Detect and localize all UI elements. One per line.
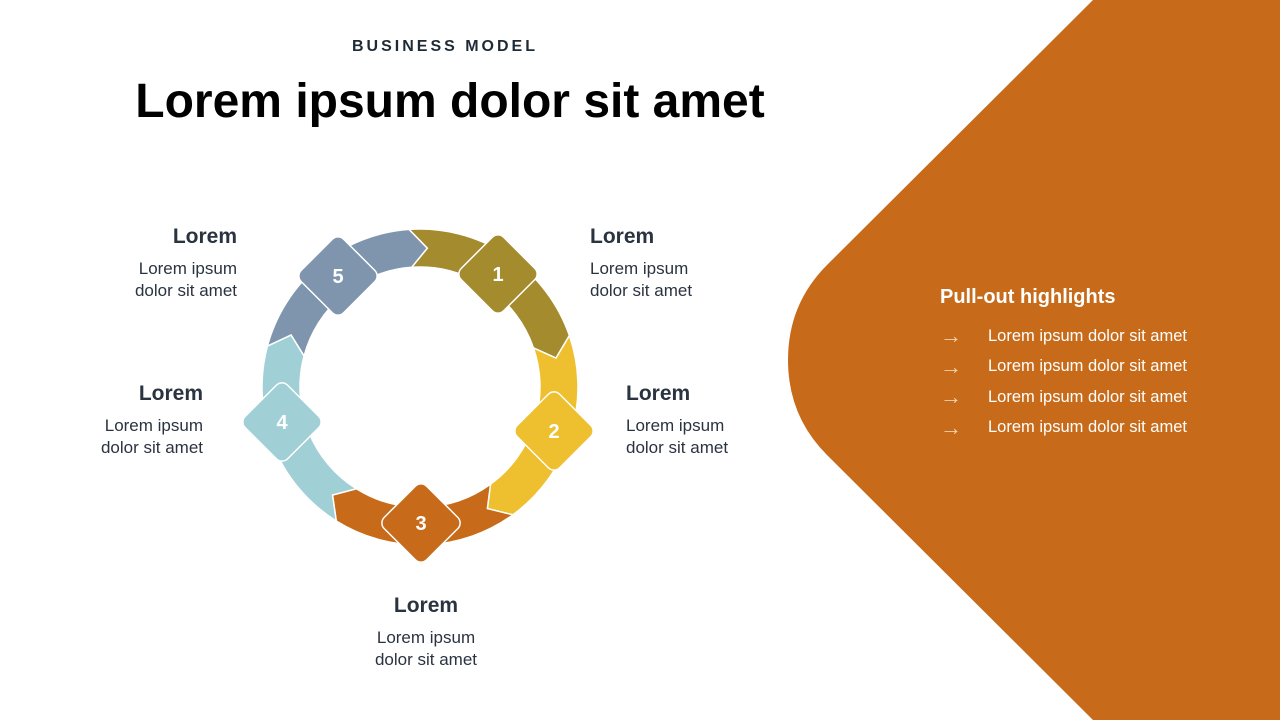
step-text: Lorem ipsum [626,416,725,435]
diamond-shape [514,391,594,471]
highlight-text: Lorem ipsum dolor sit amet [988,357,1187,376]
diamond-shape [298,236,378,316]
step-heading: Lorem [590,225,655,248]
step-3-diamond: 3 [381,483,461,563]
step-text: dolor sit amet [590,281,693,300]
step-4-diamond: 4 [242,382,322,462]
step-number: 4 [276,412,288,434]
highlight-item: → Lorem ipsum dolor sit amet [940,382,1187,413]
diamond-shape [242,382,322,462]
arrow-right-icon: → [940,323,962,349]
step-heading: Lorem [393,594,459,617]
step-2-diamond: 2 [514,391,594,471]
step-text: Lorem ipsum [104,416,203,435]
arrow-right-icon: → [940,353,962,379]
page-title: Lorem ipsum dolor sit amet [135,75,765,128]
step-4-label: Lorem Lorem ipsum dolor sit amet [33,383,203,459]
step-number: 3 [415,513,426,535]
highlights-panel: Pull-out highlights → Lorem ipsum dolor s… [940,286,1187,443]
step-number: 1 [492,264,503,286]
step-2-label: Lorem Lorem ipsum dolor sit amet [626,383,796,459]
arrow-right-icon: → [940,414,962,440]
diamond-shape [381,483,461,563]
highlight-item: → Lorem ipsum dolor sit amet [940,321,1187,352]
highlight-text: Lorem ipsum dolor sit amet [988,326,1187,345]
step-heading: Lorem [138,382,203,405]
step-text: Lorem ipsum [376,628,476,647]
step-text: dolor sit amet [100,438,203,457]
arrow-right-icon: → [940,384,962,410]
cycle-segment-5 [266,228,429,358]
step-1-diamond: 1 [458,234,538,314]
step-heading: Lorem [172,225,237,248]
eyebrow-label: BUSINESS MODEL [351,38,538,55]
highlight-item: → Lorem ipsum dolor sit amet [940,413,1187,444]
step-text: Lorem ipsum [590,259,689,278]
step-1-label: Lorem Lorem ipsum dolor sit amet [590,226,760,302]
step-text: dolor sit amet [134,281,237,300]
step-text: Lorem ipsum [138,259,237,278]
highlight-text: Lorem ipsum dolor sit amet [988,387,1187,406]
highlight-item: → Lorem ipsum dolor sit amet [940,352,1187,383]
highlights-title: Pull-out highlights [940,286,1116,308]
step-3-label: Lorem Lorem ipsum dolor sit amet [341,595,511,671]
step-text: dolor sit amet [626,438,729,457]
step-number: 2 [548,421,559,443]
highlight-text: Lorem ipsum dolor sit amet [988,418,1187,437]
step-text: dolor sit amet [374,650,478,669]
diamond-shape [458,234,538,314]
step-number: 5 [332,266,343,288]
step-heading: Lorem [626,382,691,405]
step-5-diamond: 5 [298,236,378,316]
cycle-diagram: 1 2 3 4 5 [242,228,594,563]
step-5-label: Lorem Lorem ipsum dolor sit amet [67,226,237,302]
